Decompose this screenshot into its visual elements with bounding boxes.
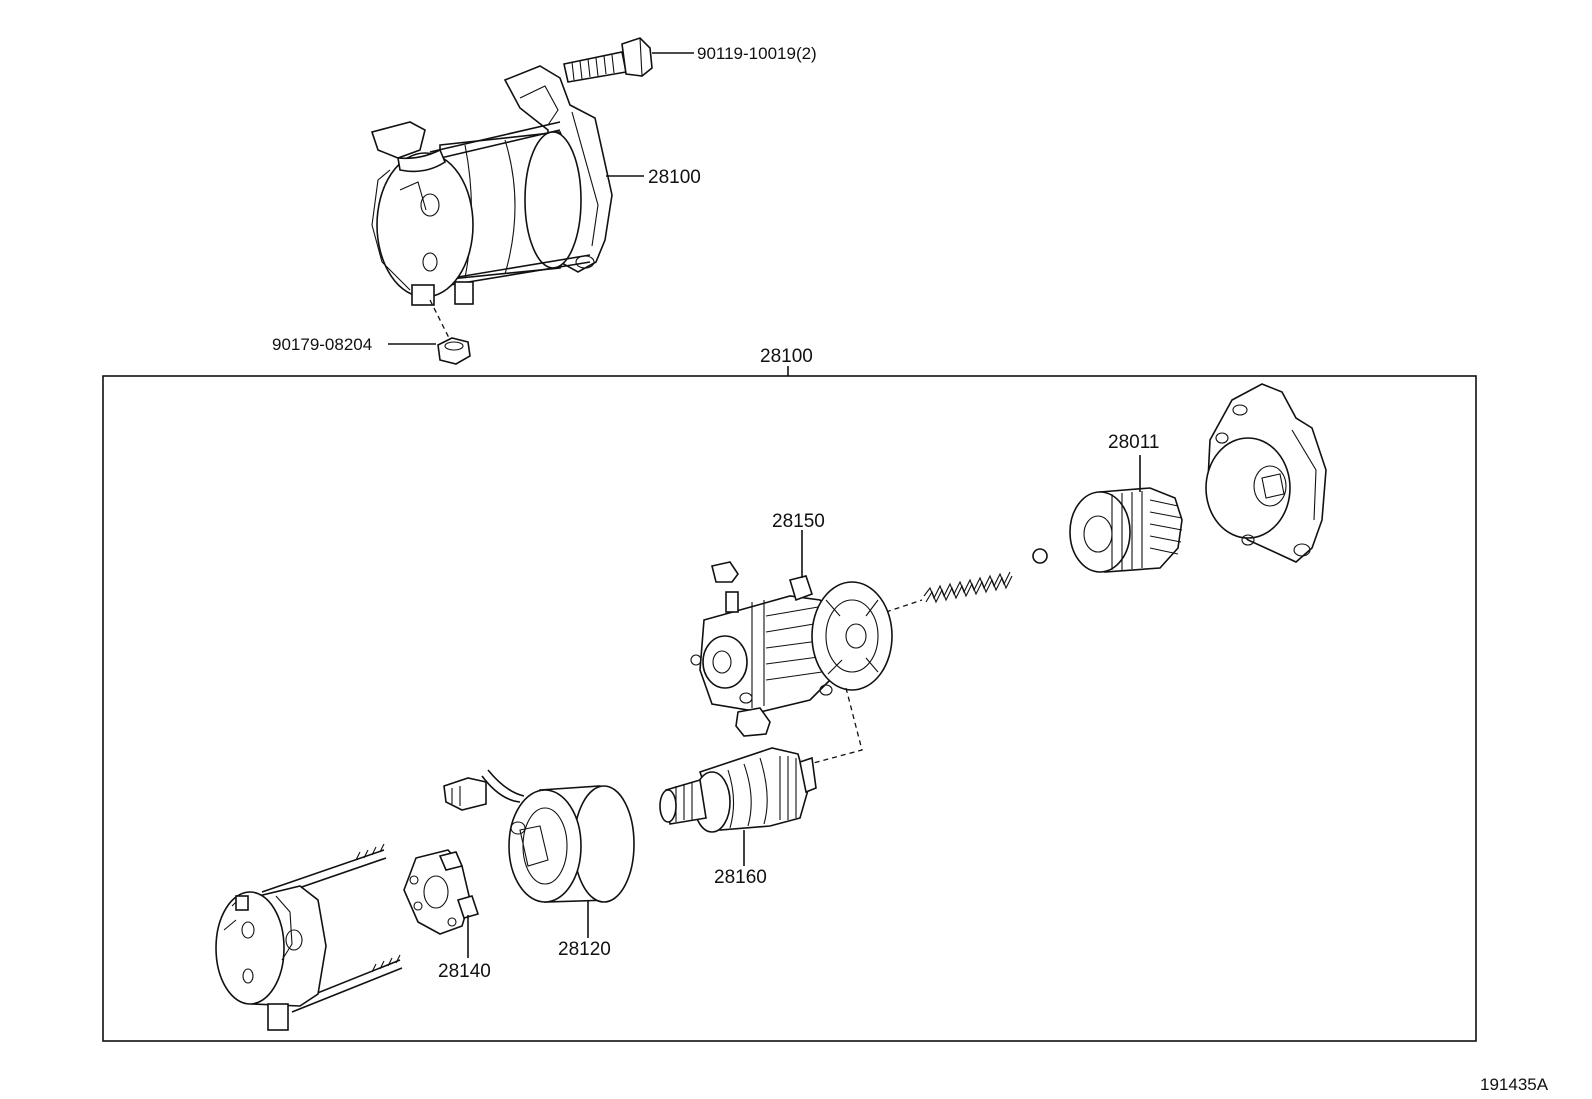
armature-drawing[interactable] (659, 747, 817, 833)
part-label-starter-clutch[interactable]: 28011 (1108, 432, 1159, 453)
part-label-yoke[interactable]: 28120 (558, 939, 611, 960)
armature-axis-dash (805, 687, 863, 766)
bolt-drawing[interactable] (563, 37, 653, 83)
starter-clutch-drawing[interactable] (1069, 487, 1183, 573)
spring-axis-dash (885, 599, 923, 613)
brush-holder-drawing[interactable] (403, 849, 480, 935)
starter-assembly-drawing[interactable] (370, 65, 613, 341)
part-label-brush-holder[interactable]: 28140 (438, 961, 491, 982)
part-label-starter-assembly[interactable]: 28100 (648, 167, 701, 188)
yoke-drawing[interactable] (443, 769, 635, 903)
exploded-view-frame (102, 375, 1477, 1042)
part-label-nut[interactable]: 90179-08204 (272, 335, 372, 354)
drive-housing-drawing[interactable] (1205, 383, 1327, 563)
end-frame-drawing[interactable] (215, 843, 403, 1031)
drawing-number: 191435A (1480, 1075, 1549, 1094)
steel-ball-drawing[interactable] (1032, 548, 1048, 564)
return-spring-drawing[interactable] (923, 571, 1013, 604)
part-label-bolt[interactable]: 90119-10019(2) (697, 44, 817, 63)
nut-drawing[interactable] (437, 337, 471, 365)
part-label-armature[interactable]: 28160 (714, 867, 767, 888)
assembly-box-label[interactable]: 28100 (760, 346, 813, 367)
magnetic-switch-drawing[interactable] (690, 561, 893, 737)
part-label-magnetic-switch[interactable]: 28150 (772, 511, 825, 532)
